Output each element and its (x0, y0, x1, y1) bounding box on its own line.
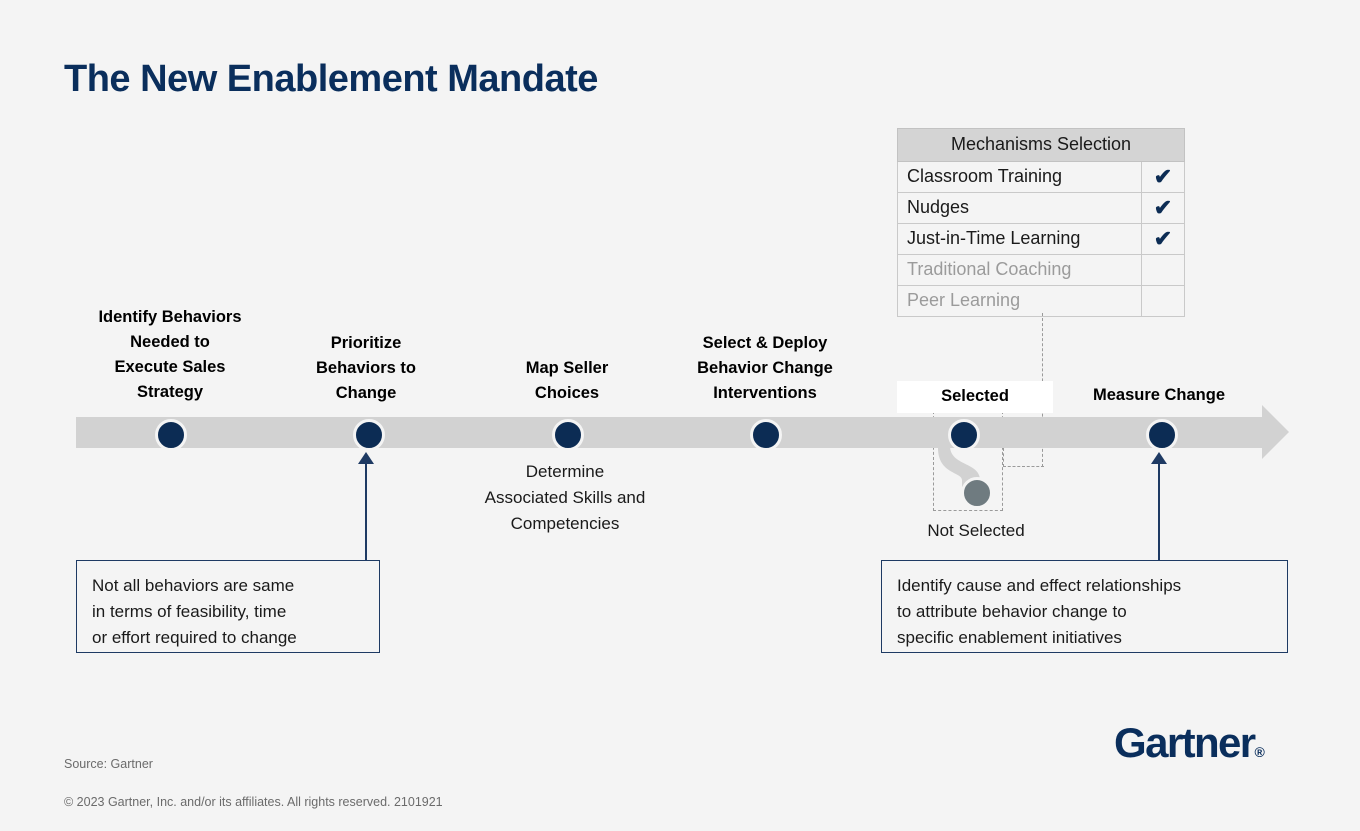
table-header-row: Mechanisms Selection (897, 128, 1185, 162)
mechanism-checkbox-nudges[interactable]: ✔ (1141, 192, 1185, 224)
gartner-logo-text: Gartner (1114, 719, 1256, 766)
check-icon: ✔ (1153, 163, 1173, 189)
table-header-title: Mechanisms Selection (897, 128, 1185, 162)
check-icon: ✔ (1153, 194, 1173, 220)
mechanism-name-classroom-training: Classroom Training (897, 161, 1142, 193)
step-label-prioritize-behaviors: Prioritize Behaviors to Change (316, 334, 416, 402)
mechanism-checkbox-just-in-time-learning[interactable]: ✔ (1141, 223, 1185, 255)
callout-arrow-prioritize-icon (358, 452, 374, 464)
dashed-connector-horizontal (1003, 466, 1044, 467)
callout-leader-prioritize (365, 462, 367, 560)
mechanism-name-just-in-time-learning: Just-in-Time Learning (897, 223, 1142, 255)
milestone-dot-not-selected[interactable] (961, 477, 993, 509)
branch-label-not-selected: Not Selected (927, 521, 1025, 540)
timeline-track (76, 417, 1264, 448)
footer-source: Source: Gartner © 2023 Gartner, Inc. and… (64, 736, 443, 831)
table-row[interactable]: Nudges ✔ (897, 192, 1185, 224)
callout-leader-measure (1158, 462, 1160, 560)
callout-prioritize-behaviors: Not all behaviors are same in terms of f… (76, 560, 380, 653)
page-title: The New Enablement Mandate (64, 58, 598, 100)
mechanism-name-traditional-coaching: Traditional Coaching (897, 254, 1142, 286)
mechanism-name-peer-learning: Peer Learning (897, 285, 1142, 317)
milestone-dot-map-seller-choices[interactable] (552, 419, 584, 451)
mechanism-checkbox-peer-learning[interactable] (1141, 285, 1185, 317)
step-label-selected: Selected (897, 381, 1053, 413)
sub-note-determine-skills: Determine Associated Skills and Competen… (484, 462, 646, 533)
registered-trademark-icon: ® (1254, 744, 1265, 760)
mechanism-checkbox-classroom-training[interactable]: ✔ (1141, 161, 1185, 193)
table-row[interactable]: Classroom Training ✔ (897, 161, 1185, 193)
milestone-dot-measure-change[interactable] (1146, 419, 1178, 451)
step-label-map-seller-choices: Map Seller Choices (525, 359, 609, 402)
footer-copyright-line: © 2023 Gartner, Inc. and/or its affiliat… (64, 795, 443, 809)
step-label-measure-change: Measure Change (1092, 386, 1226, 404)
footer-source-line: Source: Gartner (64, 757, 153, 771)
milestone-dot-prioritize-behaviors[interactable] (353, 419, 385, 451)
table-row[interactable]: Just-in-Time Learning ✔ (897, 223, 1185, 255)
milestone-dot-selected[interactable] (948, 419, 980, 451)
timeline-arrowhead-icon (1262, 405, 1289, 459)
table-row[interactable]: Peer Learning (897, 285, 1185, 317)
dashed-connector-stub (1003, 432, 1004, 467)
gartner-logo: Gartner® (1114, 722, 1265, 764)
check-icon: ✔ (1153, 225, 1173, 251)
mechanism-name-nudges: Nudges (897, 192, 1142, 224)
step-label-identify-behaviors: Identify Behaviors Needed to Execute Sal… (98, 308, 242, 401)
mechanism-checkbox-traditional-coaching[interactable] (1141, 254, 1185, 286)
step-label-select-deploy-interventions: Select & Deploy Behavior Change Interven… (697, 334, 833, 402)
mechanisms-selection-table: Mechanisms Selection Classroom Training … (897, 128, 1185, 317)
milestone-dot-select-deploy-interventions[interactable] (750, 419, 782, 451)
milestone-dot-identify-behaviors[interactable] (155, 419, 187, 451)
table-row[interactable]: Traditional Coaching (897, 254, 1185, 286)
callout-arrow-measure-icon (1151, 452, 1167, 464)
callout-measure-change: Identify cause and effect relationships … (881, 560, 1288, 653)
